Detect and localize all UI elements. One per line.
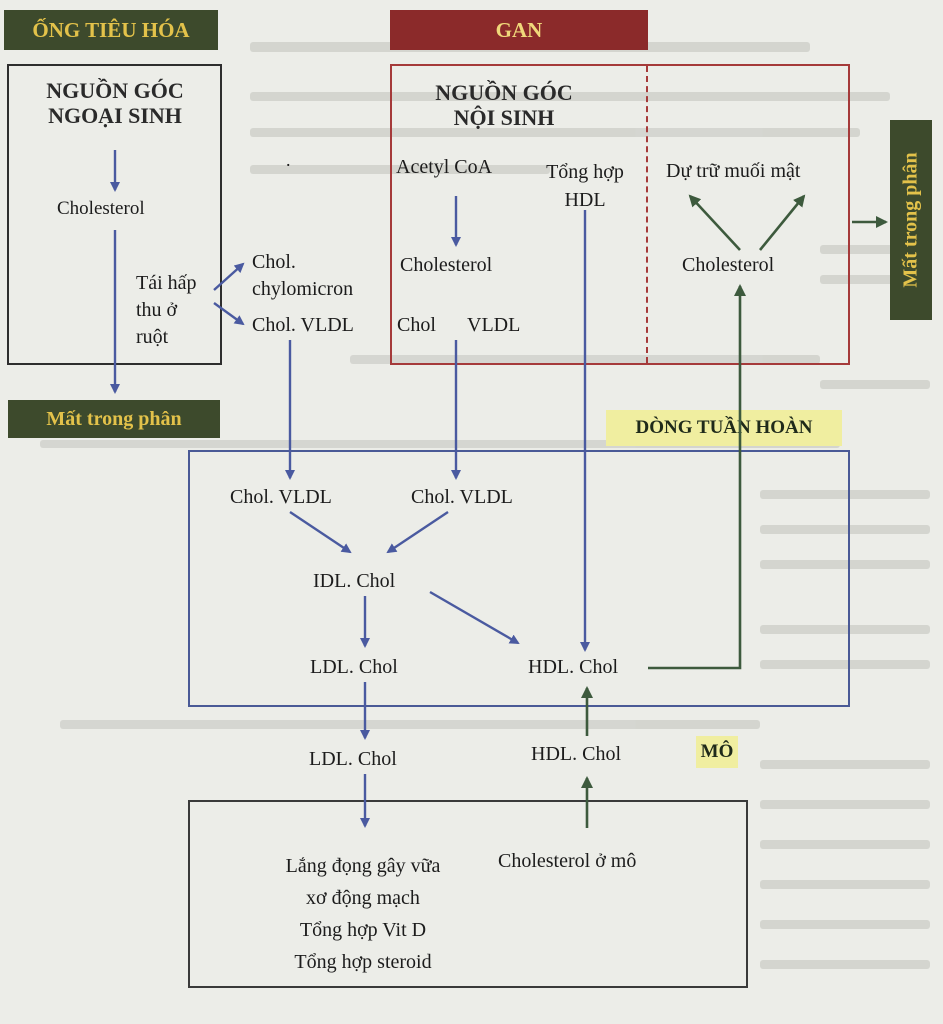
liver-box-divider bbox=[646, 66, 648, 363]
chol-chylomicron: Chol. chylomicron bbox=[252, 249, 353, 303]
endogenous-source-title: NGUỒN GÓC NỘI SINH bbox=[414, 80, 594, 131]
tissue-ldl-chol: LDL. Chol bbox=[309, 748, 397, 770]
liver-box bbox=[390, 64, 850, 365]
tissue-label: MÔ bbox=[696, 736, 738, 768]
feces-right-label: Mất trong phân bbox=[890, 120, 932, 320]
liver-cholesterol: Cholesterol bbox=[400, 254, 493, 276]
reabsorb-line1: Tái hấp bbox=[136, 272, 197, 294]
reabsorb-line3: ruột bbox=[136, 326, 169, 348]
tissue-steroid: Tổng hợp steroid bbox=[294, 951, 432, 973]
tissue-deposit-line1: Lắng đọng gây vữa bbox=[285, 855, 441, 877]
tissue-box bbox=[188, 800, 748, 988]
endogenous-source-line1: NGUỒN GÓC bbox=[435, 80, 573, 105]
circ-hdl-chol: HDL. Chol bbox=[528, 656, 618, 678]
reabsorb-label: Tái hấp thu ở ruột bbox=[136, 270, 197, 351]
exogenous-source-line1: NGUỒN GÓC bbox=[46, 78, 184, 103]
circ-chol-vldl-right: Chol. VLDL bbox=[411, 486, 513, 508]
liver-header: GAN bbox=[390, 10, 648, 50]
digestive-cholesterol: Cholesterol bbox=[57, 198, 145, 219]
digestive-tract-header: ỐNG TIÊU HÓA bbox=[4, 10, 218, 50]
circulation-label: DÒNG TUẦN HOÀN bbox=[606, 410, 842, 446]
circulation-box bbox=[188, 450, 850, 707]
hdl-synthesis-line1: Tổng hợp bbox=[546, 161, 624, 183]
digestive-chol-vldl: Chol. VLDL bbox=[252, 314, 354, 336]
bile-salt-store: Dự trữ muối mật bbox=[666, 160, 801, 182]
hdl-synthesis-line2: HDL bbox=[564, 189, 606, 211]
endogenous-source-line2: NỘI SINH bbox=[453, 105, 555, 131]
tissue-vit-d: Tổng hợp Vit D bbox=[299, 919, 427, 941]
reabsorb-line2: thu ở bbox=[136, 299, 178, 321]
exogenous-source-line2: NGOẠI SINH bbox=[48, 103, 182, 129]
acetyl-coa: Acetyl CoA bbox=[396, 156, 493, 178]
hdl-synthesis: Tổng hợp HDL bbox=[528, 158, 642, 214]
chol-chylomicron-line1: Chol. bbox=[252, 251, 296, 273]
feces-right-text: Mất trong phân bbox=[899, 152, 922, 288]
exogenous-source-title: NGUỒN GÓC NGOẠI SINH bbox=[30, 78, 200, 129]
tissue-deposit-line2: xơ động mạch bbox=[306, 887, 420, 909]
tissue-outcomes: Lắng đọng gây vữa xơ động mạch Tổng hợp … bbox=[232, 850, 494, 978]
digestive-dot: . bbox=[286, 150, 291, 170]
feces-left-label: Mất trong phân bbox=[8, 400, 220, 438]
liver-cholesterol-right: Cholesterol bbox=[682, 254, 775, 276]
circ-idl-chol: IDL. Chol bbox=[313, 570, 396, 592]
circ-ldl-chol: LDL. Chol bbox=[310, 656, 398, 678]
chol-chylomicron-line2: chylomicron bbox=[252, 278, 354, 300]
tissue-hdl-chol: HDL. Chol bbox=[531, 743, 621, 765]
liver-vldl: VLDL bbox=[467, 314, 521, 336]
circ-chol-vldl-left: Chol. VLDL bbox=[230, 486, 332, 508]
liver-chol: Chol bbox=[397, 314, 436, 336]
tissue-cholesterol: Cholesterol ở mô bbox=[498, 850, 637, 872]
